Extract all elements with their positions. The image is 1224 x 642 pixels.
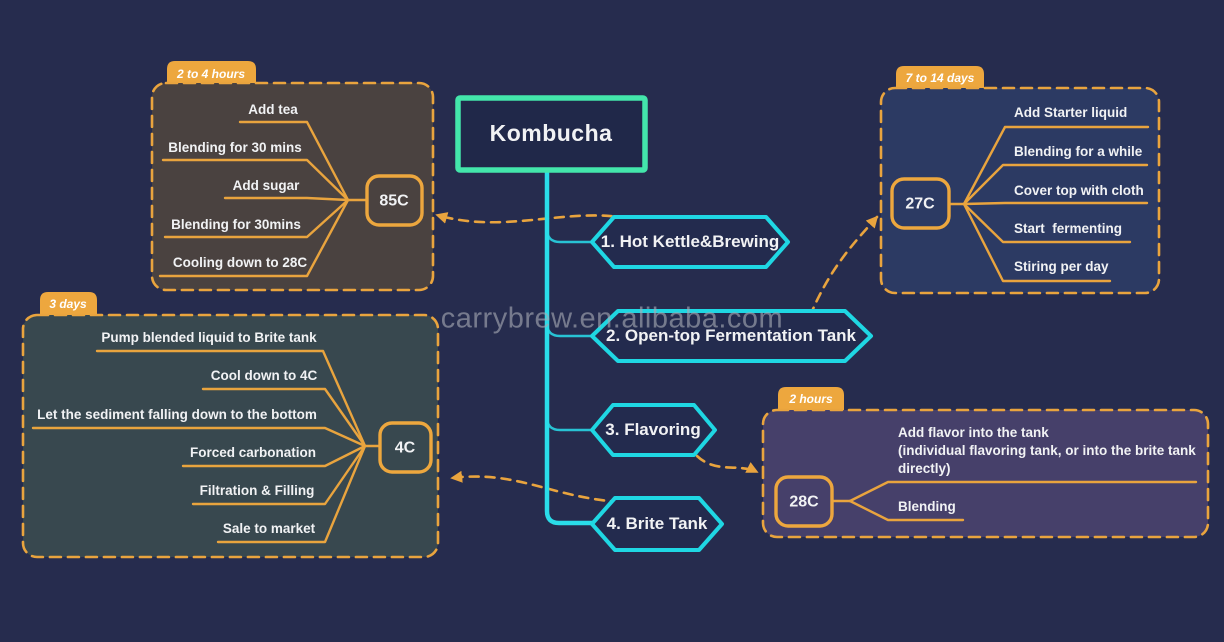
step-1-label[interactable]: 1. Hot Kettle&Brewing [600, 231, 780, 251]
fermentation-item[interactable]: Stiring per day [1014, 258, 1109, 274]
brewing-item[interactable]: Blending for 30mins [171, 216, 301, 232]
tag-shape-brite[interactable] [40, 292, 97, 317]
duration-tag-flavoring[interactable]: 2 hours [789, 391, 833, 406]
temp-label-85c[interactable]: 85C [379, 192, 409, 210]
temp-node-85c[interactable] [365, 174, 424, 227]
dashed-arrow-step2-to-27c [808, 215, 879, 318]
hexagon-step-3[interactable] [590, 403, 717, 457]
temp-label-4c[interactable]: 4C [394, 439, 416, 457]
brewing-item[interactable]: Blending for 30 mins [168, 139, 302, 155]
flavoring-item[interactable]: Blending [898, 498, 956, 514]
hexagon-step-2[interactable] [590, 309, 873, 363]
temp-node-27c[interactable] [890, 177, 951, 230]
brite-item[interactable]: Pump blended liquid to Brite tank [101, 329, 317, 345]
dashed-arrow-step4-to-4c [450, 470, 622, 504]
root-node-label[interactable]: Kombucha [489, 120, 613, 147]
watermark-text: carrybrew.en.alibaba.com [440, 302, 784, 335]
brewing-item[interactable]: Cooling down to 28C [172, 254, 308, 270]
branch-line-step1 [545, 227, 596, 244]
duration-tag-brite[interactable]: 3 days [49, 296, 87, 311]
brite-item[interactable]: Filtration & Filling [199, 482, 315, 498]
fermentation-item[interactable]: Cover top with cloth [1014, 182, 1144, 198]
group-box-brewing[interactable] [150, 81, 435, 292]
hexagon-step-4[interactable] [590, 496, 724, 552]
temp-label-28c[interactable]: 28C [789, 493, 819, 511]
duration-tag-brewing[interactable]: 2 to 4 hours [176, 66, 246, 81]
temp-label-27c[interactable]: 27C [905, 195, 935, 213]
duration-tag-fermentation[interactable]: 7 to 14 days [905, 70, 975, 85]
temp-node-28c[interactable] [774, 475, 834, 528]
brite-item[interactable]: Sale to market [222, 520, 316, 536]
tag-shape-flavoring[interactable] [778, 387, 844, 412]
trunk-line [544, 167, 597, 526]
step-2-label[interactable]: 2. Open-top Fermentation Tank [606, 325, 856, 345]
tag-shape-fermentation[interactable] [896, 66, 984, 90]
brite-item[interactable]: Let the sediment falling down to the bot… [37, 406, 317, 422]
tag-shape-brewing[interactable] [167, 61, 256, 87]
dashed-arrow-step1-to-85c [435, 212, 660, 230]
root-node-box[interactable] [455, 95, 648, 173]
fermentation-item[interactable]: Add Starter liquid [1014, 104, 1128, 120]
dashed-arrow-step3-to-28c [695, 454, 759, 474]
step-4-label[interactable]: 4. Brite Tank [606, 513, 708, 533]
brite-item[interactable]: Forced carbonation [189, 444, 317, 460]
brite-item[interactable]: Cool down to 4C [210, 367, 318, 383]
step-3-label[interactable]: 3. Flavoring [605, 419, 701, 439]
fermentation-item[interactable]: Start fermenting [1014, 220, 1123, 236]
item-lines [31, 120, 1198, 544]
hexagon-step-1[interactable] [590, 215, 790, 269]
brewing-item[interactable]: Add sugar [232, 177, 300, 193]
fermentation-item[interactable]: Blending for a while [1014, 143, 1143, 159]
group-box-flavoring[interactable] [761, 408, 1210, 539]
branch-line-step3 [545, 415, 596, 432]
brewing-item[interactable]: Add tea [248, 101, 298, 117]
flavoring-item[interactable]: Add flavor into the tank (individual fla… [898, 425, 1196, 476]
temp-node-4c[interactable] [378, 421, 433, 474]
